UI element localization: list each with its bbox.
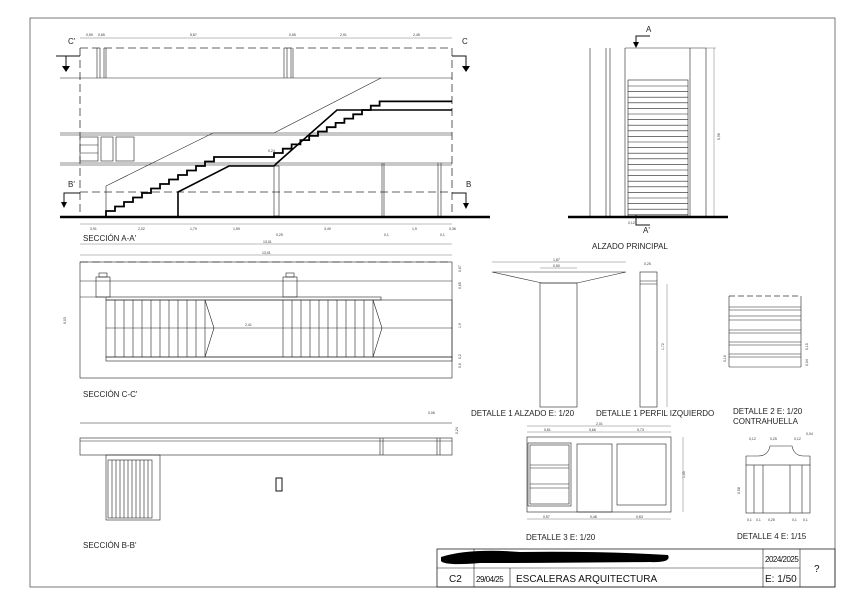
dim-bottom-label: 0,1 bbox=[440, 233, 445, 237]
detail-title: DETALLE 3 E: 1/20 bbox=[526, 533, 596, 542]
sheet-code: C2 bbox=[449, 574, 462, 585]
dim-top: 0,06 bbox=[428, 411, 435, 415]
dim-bottom-label: 0,1 bbox=[747, 518, 752, 522]
dim-top-label: 5,87 bbox=[190, 33, 197, 37]
cut-label-a: A bbox=[646, 25, 652, 34]
dim-top-label: 2,91 bbox=[340, 33, 347, 37]
dim-top-2: 0,66 bbox=[589, 428, 596, 432]
dim-bottom-label: 1,79 bbox=[190, 227, 197, 231]
dim-top: 1,87 bbox=[553, 258, 560, 262]
cut-label-a-prime: A' bbox=[643, 226, 650, 235]
detalle-1-alzado: 1,87 0,50 DETALLE 1 ALZADO E: 1/20 bbox=[471, 258, 627, 418]
view-title-section-aa: SECCIÓN A-A' bbox=[83, 234, 137, 243]
dim-bottom-label: 1,9 bbox=[412, 227, 417, 231]
academic-year: 2024/2025 bbox=[765, 555, 799, 564]
dim-top-2: 0,25 bbox=[770, 437, 777, 441]
dim-bottom-label: 0,25 bbox=[768, 518, 775, 522]
dim-height: 6,03 bbox=[63, 317, 67, 324]
dim-a: 0,15 bbox=[805, 343, 809, 350]
dim-right: 0,24 bbox=[455, 427, 459, 434]
dim-top-3: 0,73 bbox=[637, 428, 644, 432]
dim-bottom-label: 0,25 bbox=[276, 233, 283, 237]
alzado-principal: A A' 5,96 0,12 ALZADO PRINCIPAL bbox=[568, 25, 728, 251]
dim-bottom-3: 0,63 bbox=[636, 515, 643, 519]
detail-title: DETALLE 2 E: 1/20 bbox=[733, 407, 803, 416]
detail-subtitle: CONTRAHUELLA bbox=[733, 417, 799, 426]
title-block: 2024/2025 C2 29/04/25 ESCALERAS ARQUITEC… bbox=[436, 548, 836, 588]
detalle-4: 0,12 0,25 0,12 0,04 0,58 0,1 0,1 0,25 0,1 0,… bbox=[737, 432, 813, 541]
section-bb: 0,06 0,24 SECCIÓN B-B' bbox=[79, 411, 459, 550]
dim-bottom-label: 2,02 bbox=[138, 227, 145, 231]
dim-top-1: 0,61 bbox=[544, 428, 551, 432]
date: 29/04/25 bbox=[476, 575, 504, 584]
drawing-title: ESCALERAS ARQUITECTURA bbox=[516, 574, 657, 585]
detail-title: DETALLE 1 ALZADO E: 1/20 bbox=[471, 409, 575, 418]
dim-bottom-label: 3,49 bbox=[324, 227, 331, 231]
redacted-author-mark bbox=[441, 550, 669, 565]
cut-label-c: C bbox=[462, 37, 468, 46]
dim-top-label: 0,59 bbox=[86, 33, 93, 37]
dim-total: 13,01 bbox=[263, 240, 272, 244]
detalle-3: 2,01 0,61 0,66 0,73 0,57 0,48 0,63 1,05 … bbox=[526, 422, 686, 542]
section-cc: 13,01 6,03 2,41 0,67 0,65 1,9 0,2 0,6 SECCIÓ… bbox=[63, 251, 462, 399]
dim-top-4: 0,04 bbox=[806, 432, 813, 436]
section-aa: C' C B' B 0,59 0,65 5,87 0,65 2,91 2,45 0,91 2… bbox=[56, 33, 490, 245]
dim-bottom-label: 0,1 bbox=[792, 518, 797, 522]
view-title-section-cc: SECCIÓN C-C' bbox=[83, 390, 138, 399]
dim-top-label: 0,65 bbox=[289, 33, 296, 37]
dim-landing: 0,24 bbox=[268, 149, 275, 153]
dim-height: 0,58 bbox=[737, 487, 741, 494]
dim-bottom-label: 0,1 bbox=[756, 518, 761, 522]
dim-right-label: 0,67 bbox=[458, 265, 462, 272]
dim-bottom-2: 0,48 bbox=[590, 515, 597, 519]
dim-bottom-label: 0,36 bbox=[449, 227, 456, 231]
dim-height: 1,72 bbox=[661, 343, 665, 350]
dim-total: 13,01 bbox=[262, 251, 271, 255]
dim-top: 0,25 bbox=[644, 262, 651, 266]
view-title-section-bb: SECCIÓN B-B' bbox=[83, 541, 137, 550]
sheet-border bbox=[29, 17, 836, 588]
dim-gap: 2,41 bbox=[245, 323, 252, 327]
dim-top-label: 0,65 bbox=[98, 33, 105, 37]
dim-c: 0,16 bbox=[723, 355, 727, 362]
dim-height: 1,05 bbox=[682, 471, 686, 478]
dim-height: 5,96 bbox=[717, 133, 721, 140]
dim-top-label: 2,45 bbox=[413, 33, 420, 37]
cut-label-b: B bbox=[466, 180, 471, 189]
detalle-1-perfil: 0,25 1,72 DETALLE 1 PERFIL IZQUIERDO bbox=[596, 262, 714, 418]
dim-right-label: 0,65 bbox=[458, 282, 462, 289]
dim-bottom-label: 0,1 bbox=[384, 233, 389, 237]
dim-base: 0,12 bbox=[628, 221, 635, 225]
dim-bottom-1: 0,57 bbox=[543, 515, 550, 519]
dim-bottom-label: 0,1 bbox=[803, 518, 808, 522]
cut-label-c-prime: C' bbox=[68, 37, 76, 46]
dim-bottom-label: 0,91 bbox=[90, 227, 97, 231]
dim-total: 2,01 bbox=[596, 422, 603, 426]
dim-right-label: 1,9 bbox=[458, 323, 462, 328]
dim-right-label: 0,2 bbox=[458, 354, 462, 359]
dim-top-3: 0,12 bbox=[794, 437, 801, 441]
dim-top-1: 0,12 bbox=[749, 437, 756, 441]
dim-right-label: 0,6 bbox=[458, 363, 462, 368]
dim-inner: 0,50 bbox=[553, 264, 560, 268]
dim-bottom-label: 1,59 bbox=[233, 227, 240, 231]
detalle-2: 0,15 0,04 0,16 DETALLE 2 E: 1/20 CONTRAH… bbox=[723, 295, 809, 426]
dim-b: 0,04 bbox=[805, 359, 809, 366]
detail-title: DETALLE 1 PERFIL IZQUIERDO bbox=[596, 409, 714, 418]
detail-title: DETALLE 4 E: 1/15 bbox=[737, 532, 807, 541]
scale: E: 1/50 bbox=[765, 574, 797, 585]
view-title-alzado: ALZADO PRINCIPAL bbox=[592, 242, 668, 251]
cut-label-b-prime: B' bbox=[68, 180, 75, 189]
sheet-number: ? bbox=[814, 564, 820, 575]
